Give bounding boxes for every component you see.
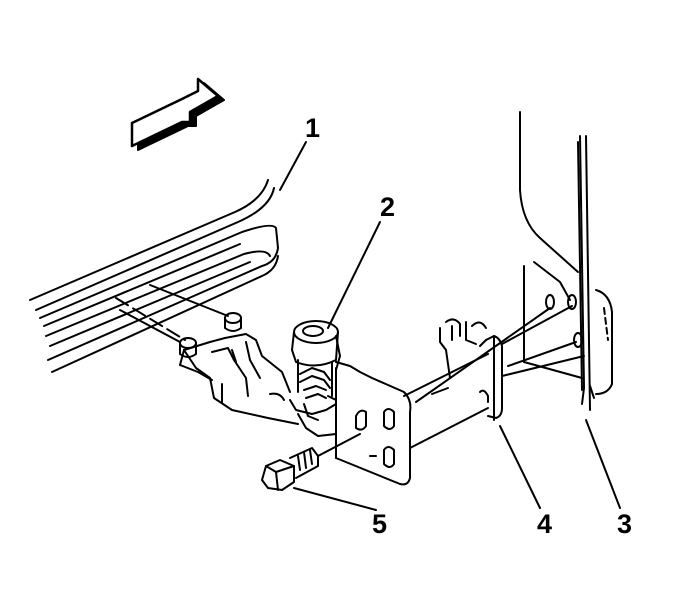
callout-3: 3 bbox=[617, 509, 633, 539]
callout-2: 2 bbox=[380, 192, 396, 222]
alignment-lines bbox=[115, 284, 229, 343]
direction-arrow-icon bbox=[130, 77, 225, 151]
shim bbox=[439, 318, 503, 421]
bolt-icon bbox=[261, 433, 361, 491]
body-pillar bbox=[519, 111, 613, 411]
door-hinge-half bbox=[179, 333, 299, 425]
leader-lines bbox=[279, 141, 621, 511]
callout-1: 1 bbox=[305, 113, 321, 143]
callout-4: 4 bbox=[537, 509, 553, 539]
body-hinge-plate bbox=[327, 361, 412, 486]
callout-5: 5 bbox=[372, 509, 388, 539]
hinge-barrel bbox=[289, 320, 341, 437]
pillar-alignment-lines bbox=[403, 305, 585, 449]
door-edge bbox=[29, 179, 279, 373]
